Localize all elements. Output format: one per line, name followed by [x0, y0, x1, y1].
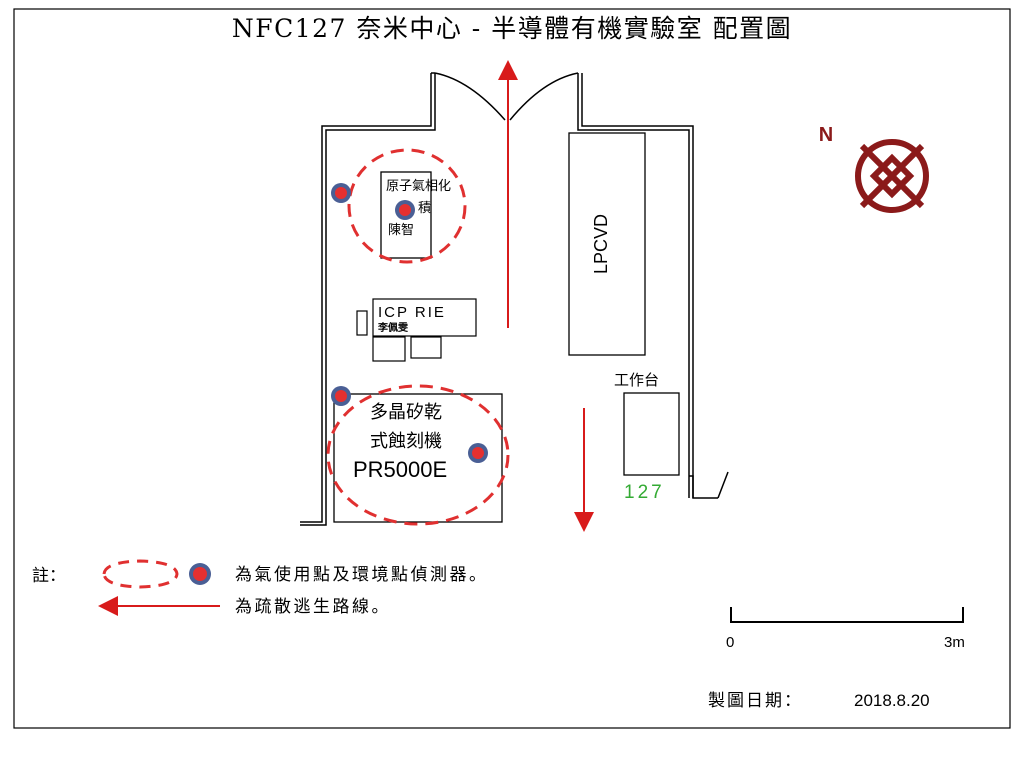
gas-zone-poly	[326, 384, 510, 526]
map-date-label: 製圖日期：	[708, 691, 803, 711]
legend-zone-symbol	[102, 559, 179, 589]
ald-cabinet	[380, 171, 432, 259]
ald-label-line1: 原子氣相化	[386, 179, 451, 194]
page-frame	[13, 8, 1011, 729]
legend-evac-text: 為疏散逃生路線。	[235, 597, 391, 617]
poly-etcher-line1: 多晶矽乾	[370, 402, 442, 423]
ald-owner: 陳智	[388, 223, 414, 238]
scale-end-label: 3m	[944, 634, 965, 651]
workbench-label: 工作台	[614, 371, 659, 389]
map-date-value: 2018.8.20	[854, 691, 930, 710]
detector-ald-wall	[331, 183, 351, 203]
lpcvd-box	[568, 132, 646, 356]
legend-detector-symbol	[189, 563, 211, 585]
icp-rie-box	[372, 298, 477, 337]
detector-ald-cabinet	[395, 200, 415, 220]
ald-label-line2: 積	[418, 201, 431, 216]
icp-small-box	[356, 310, 368, 336]
icp-unit-b	[410, 336, 442, 359]
room-number: 127	[624, 482, 665, 503]
entrance-doors	[434, 72, 579, 121]
compass-rose-icon	[855, 139, 929, 213]
compass-north-label: N	[819, 124, 833, 146]
gas-zone-ald	[347, 148, 467, 264]
icp-rie-label: ICP RIE	[378, 304, 446, 321]
map-title: NFC127 奈米中心 - 半導體有機實驗室 配置圖	[232, 14, 792, 43]
legend-detector-text: 為氣使用點及環境點偵測器。	[235, 564, 489, 585]
scale-start-label: 0	[726, 634, 734, 651]
icp-owner: 李佩雯	[377, 321, 409, 334]
poly-etcher-line2: 式蝕刻機	[370, 431, 442, 452]
poly-etcher-model: PR5000E	[353, 457, 447, 482]
icp-unit-a	[372, 336, 406, 362]
poly-etcher-box	[333, 393, 503, 523]
detector-poly-wall	[331, 386, 351, 406]
legend-note-label: 註：	[32, 566, 66, 586]
workbench-box	[623, 392, 680, 476]
detector-poly-machine	[468, 443, 488, 463]
side-door	[717, 471, 729, 499]
room-walls	[300, 72, 718, 526]
lpcvd-label: LPCVD	[591, 214, 611, 274]
scale-bar	[730, 607, 964, 623]
